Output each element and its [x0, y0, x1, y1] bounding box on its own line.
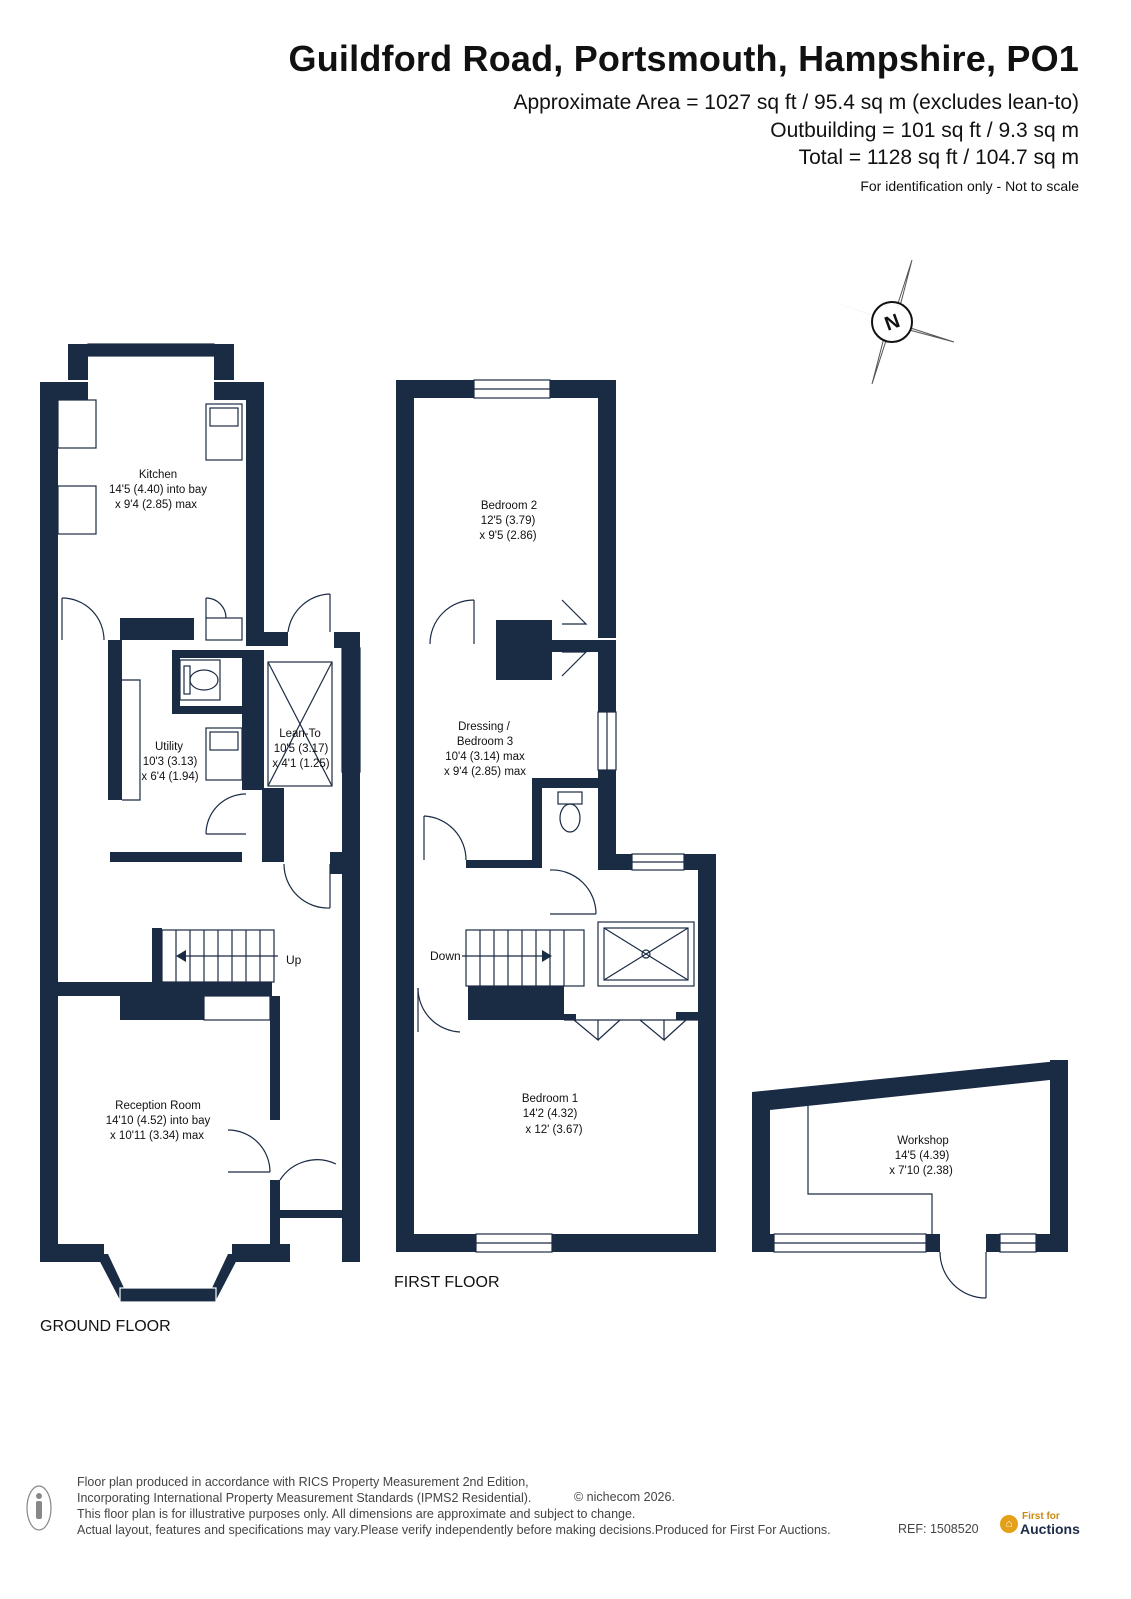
brand-bottom: Auctions [1020, 1521, 1080, 1537]
stairs-down-label: Down [430, 949, 461, 963]
total-area-line: Total = 1128 sq ft / 104.7 sq m [798, 146, 1079, 169]
area-line: Approximate Area = 1027 sq ft / 95.4 sq … [513, 91, 1079, 114]
bedroom1-dim2: x 12' (3.67) [525, 1124, 582, 1136]
footer-line3: This floor plan is for illustrative purp… [77, 1507, 636, 1521]
compass-icon: N [828, 259, 955, 385]
workshop-dim1: 14'5 (4.39) [895, 1150, 950, 1162]
lean-to-label: Lean-To [279, 728, 321, 740]
brand-logo: ⌂ First for Auctions [1000, 1511, 1080, 1537]
page-title: Guildford Road, Portsmouth, Hampshire, P… [288, 38, 1079, 79]
brand-top: First for [1022, 1511, 1060, 1522]
bedroom1-label: Bedroom 1 [522, 1093, 578, 1105]
fixtures [57, 343, 1037, 1303]
reception-dim2: x 10'11 (3.34) max [110, 1130, 204, 1142]
lean-to-dim2: x 4'1 (1.25) [272, 758, 329, 770]
footer-line2: Incorporating International Property Mea… [77, 1491, 532, 1505]
footer-line1: Floor plan produced in accordance with R… [77, 1475, 529, 1489]
stair-arrows [176, 950, 552, 962]
reception-label: Reception Room [115, 1100, 201, 1112]
lean-to-dim1: 10'5 (3.17) [274, 743, 329, 755]
bedroom2-label: Bedroom 2 [481, 500, 537, 512]
dressing-label2: Bedroom 3 [457, 736, 513, 748]
kitchen-dim2: x 9'4 (2.85) max [115, 499, 197, 511]
dressing-dim1: 10'4 (3.14) max [445, 751, 525, 763]
kitchen-label: Kitchen [139, 469, 177, 481]
scale-note: For identification only - Not to scale [860, 178, 1079, 194]
outbuilding-area-line: Outbuilding = 101 sq ft / 9.3 sq m [770, 119, 1079, 142]
copyright: © nichecom 2026. [574, 1490, 675, 1504]
stairs-up-label: Up [286, 953, 302, 967]
dressing-label: Dressing / [458, 721, 511, 733]
bedroom2-dim2: x 9'5 (2.86) [479, 530, 536, 542]
reception-dim1: 14'10 (4.52) into bay [106, 1115, 211, 1127]
compass-label: N [882, 310, 903, 336]
workshop-dim2: x 7'10 (2.38) [889, 1165, 953, 1177]
footer-disclaimer: Floor plan produced in accordance with R… [77, 1474, 831, 1538]
brand-badge-icon: ⌂ [1000, 1515, 1018, 1533]
utility-dim2: x 6'4 (1.94) [141, 771, 198, 783]
first-floor-label: FIRST FLOOR [394, 1274, 500, 1291]
footer-line4: Actual layout, features and specificatio… [77, 1523, 831, 1537]
walls [40, 344, 1068, 1302]
workshop-label: Workshop [897, 1135, 949, 1147]
utility-dim1: 10'3 (3.13) [143, 756, 198, 768]
dressing-dim2: x 9'4 (2.85) max [444, 766, 526, 778]
bedroom2-dim1: 12'5 (3.79) [481, 515, 536, 527]
ground-floor-label: GROUND FLOOR [40, 1318, 171, 1335]
person-icon [26, 1485, 52, 1531]
bedroom1-dim1: 14'2 (4.32) [523, 1108, 578, 1120]
kitchen-dim1: 14'5 (4.40) into bay [109, 484, 207, 496]
utility-label: Utility [155, 741, 183, 753]
reference-number: REF: 1508520 [898, 1522, 979, 1536]
